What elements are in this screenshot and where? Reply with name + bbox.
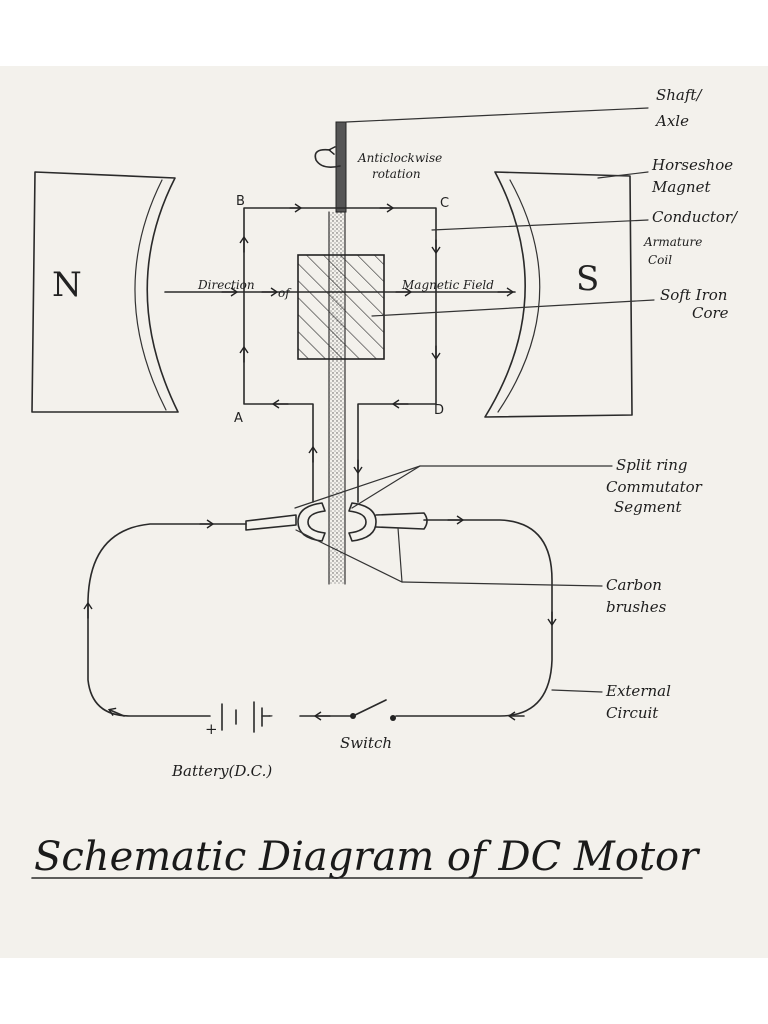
label-commutator-line2: Commutator xyxy=(606,478,703,496)
label-core-line2: Core xyxy=(692,304,729,322)
commutator-segment-right xyxy=(348,502,377,542)
paper-sheet xyxy=(0,66,768,958)
label-commutator-line1: Split ring xyxy=(616,456,688,474)
south-magnet-inner-curve xyxy=(497,179,541,413)
soft-iron-core xyxy=(297,254,385,360)
label-circuit-line2: Circuit xyxy=(606,704,659,722)
carbon-brush-left xyxy=(245,514,297,531)
label-shaft-line2: Axle xyxy=(654,112,689,130)
field-text-of: of xyxy=(278,286,292,300)
battery-minus-sign: - xyxy=(268,706,273,724)
field-text-direction: Direction xyxy=(197,278,255,292)
corner-label-a: A xyxy=(234,411,243,426)
south-magnet xyxy=(484,171,633,418)
rotation-label-line2: rotation xyxy=(372,167,421,181)
north-magnet-inner-curve xyxy=(134,179,167,411)
switch-symbol xyxy=(350,699,396,721)
battery-plus-sign: + xyxy=(205,720,218,738)
label-magnet-line2: Magnet xyxy=(651,178,711,196)
corner-label-c: C xyxy=(440,196,449,211)
armature-coil xyxy=(243,207,437,503)
battery-symbol: + - xyxy=(205,701,273,738)
label-brushes-line1: Carbon xyxy=(606,576,662,594)
label-circuit-line1: External xyxy=(605,682,671,700)
label-shaft-line1: Shaft/ xyxy=(656,86,703,104)
external-circuit xyxy=(87,523,247,717)
label-conductor-line2: Armature xyxy=(643,235,702,249)
diagram-title: Schematic Diagram of DC Motor xyxy=(34,834,701,880)
label-brushes-line2: brushes xyxy=(606,598,667,616)
label-magnet-line1: Horseshoe xyxy=(651,156,733,174)
corner-label-d: D xyxy=(434,403,444,418)
carbon-brush-right xyxy=(375,512,428,530)
commutator-segment-left xyxy=(297,502,326,542)
corner-label-b: B xyxy=(236,194,245,209)
rotation-label-line1: Anticlockwise xyxy=(357,151,442,165)
label-switch: Switch xyxy=(340,734,392,752)
rotation-arrow xyxy=(314,145,341,168)
north-magnet xyxy=(31,171,179,413)
label-commutator-line3: Segment xyxy=(614,498,683,516)
label-conductor-line3: Coil xyxy=(648,253,672,267)
label-battery: Battery(D.C.) xyxy=(171,762,272,780)
label-conductor-line1: Conductor/ xyxy=(652,208,739,226)
north-pole-label: N xyxy=(52,265,82,305)
label-core-line1: Soft Iron xyxy=(660,286,727,304)
south-pole-label: S xyxy=(576,259,599,299)
field-text-magnetic-field: Magnetic Field xyxy=(401,278,494,292)
